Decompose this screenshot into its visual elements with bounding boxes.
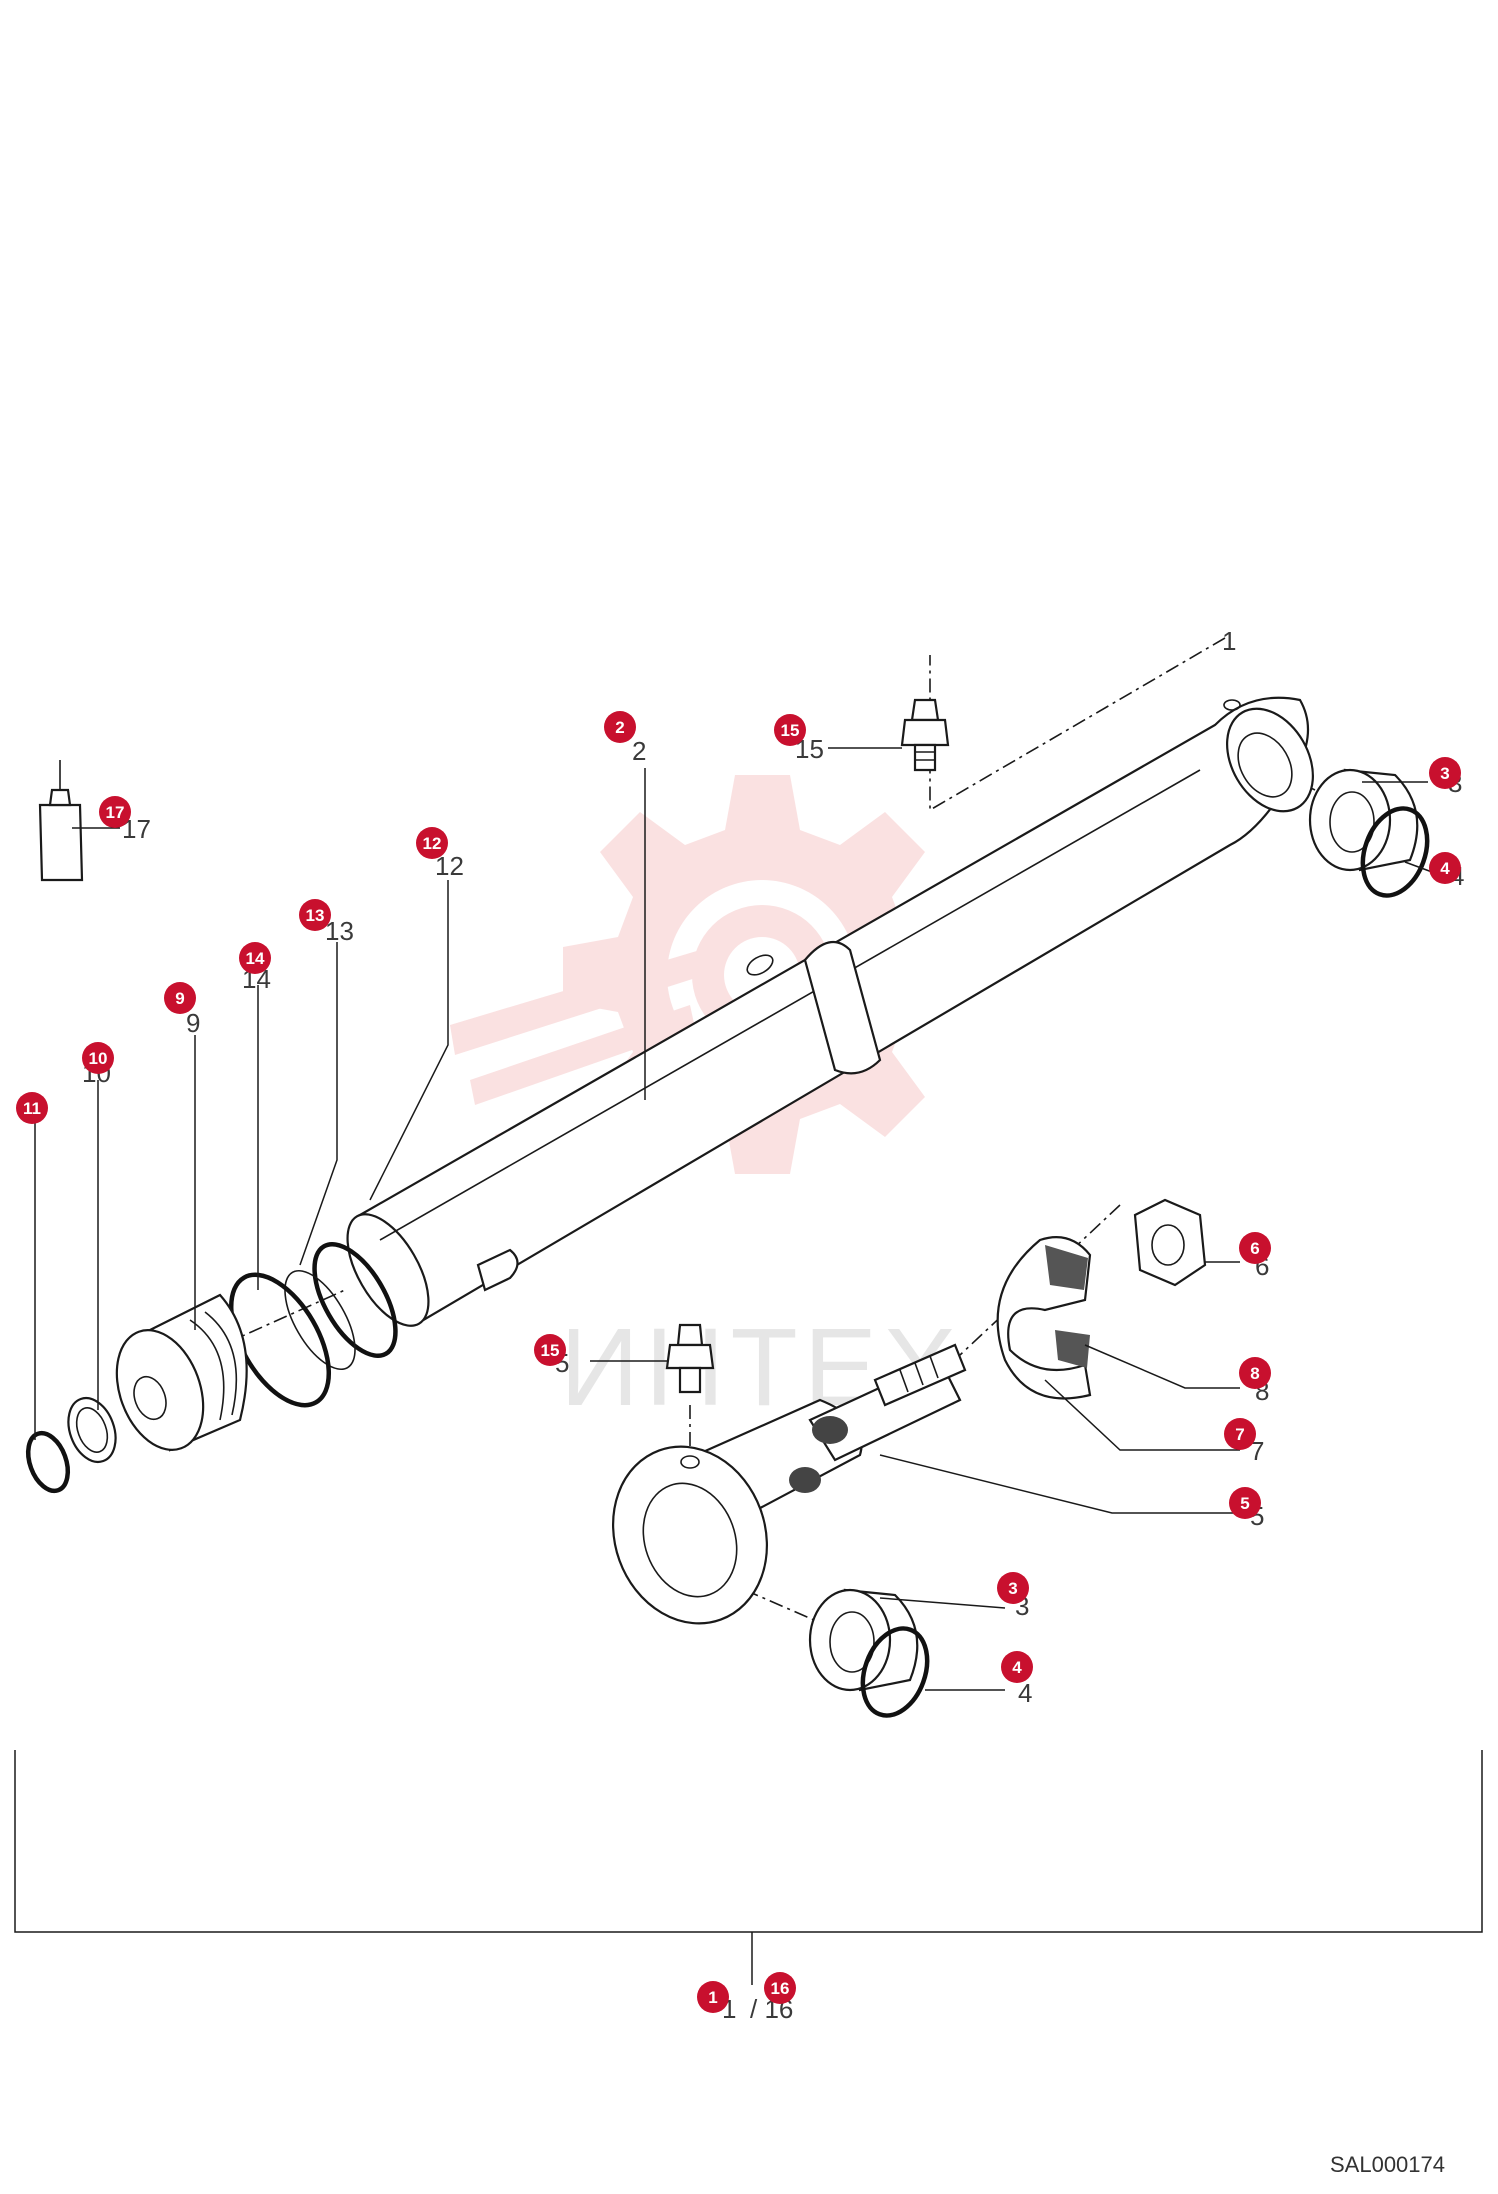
callout-8-badge-text: 8: [1250, 1364, 1259, 1383]
callout-15-top[interactable]: 15 15: [774, 714, 824, 764]
callout-11-badge: [16, 1092, 48, 1124]
callout-11-badge-text: 11: [23, 1099, 41, 1118]
callout-11[interactable]: 11: [16, 1092, 48, 1124]
callout-3-bottom-badge: [997, 1572, 1029, 1604]
callout-5-badge-text: 5: [1240, 1494, 1249, 1513]
callout-9-label: 9: [186, 1008, 200, 1038]
callout-2-badge: [604, 711, 636, 743]
callout-9[interactable]: 9 9: [164, 982, 200, 1038]
callout-1-badge: [697, 1981, 729, 2013]
callout-2-badge-text: 2: [615, 718, 624, 737]
leader-lines: [34, 747, 1433, 1691]
piston-head: [115, 1293, 248, 1452]
callout-4-bottom-badge: [1001, 1651, 1033, 1683]
callout-8[interactable]: 8 8: [1239, 1357, 1271, 1406]
callout-10-badge: [82, 1042, 114, 1074]
callout-4-top-badge-text: 4: [1440, 859, 1450, 878]
drawing-code: SAL000174: [1330, 2152, 1445, 2177]
callout-15-top-badge: [774, 714, 806, 746]
assembly-bracket: [14, 1750, 1483, 1933]
callout-5-badge: [1229, 1487, 1261, 1519]
callout-10[interactable]: 10 10: [82, 1042, 114, 1088]
callout-3-bottom-badge-text: 3: [1008, 1579, 1017, 1598]
small-rings: [25, 1396, 117, 1494]
top-label: 1: [1222, 626, 1236, 656]
callout-4-top[interactable]: 4 4: [1429, 852, 1464, 891]
callout-12[interactable]: 12 12: [416, 827, 464, 881]
callout-17-badge: [99, 796, 131, 828]
callout-15-top-badge-text: 15: [781, 721, 800, 740]
bushing-top: [1308, 768, 1430, 898]
callout-17[interactable]: 17 17: [99, 796, 151, 844]
callout-4-top-badge: [1429, 852, 1461, 884]
cylinder-barrel: [346, 696, 1310, 1327]
callout-16[interactable]: / 16 16: [750, 1972, 796, 2024]
callout-3-top[interactable]: 3 3: [1429, 757, 1462, 798]
callout-15-bottom-badge-text: 15: [541, 1341, 560, 1360]
callout-17-badge-text: 17: [106, 803, 125, 822]
callout-15-bottom-badge: [534, 1334, 566, 1366]
callout-15-bottom[interactable]: 5 15: [534, 1334, 569, 1378]
callout-8-badge: [1239, 1357, 1271, 1389]
split-washer: [996, 1236, 1092, 1400]
barrel-eye: [1223, 699, 1314, 813]
callout-2-label: 2: [632, 736, 646, 766]
callout-14-badge: [239, 942, 271, 974]
seal-rings: [228, 1242, 398, 1408]
hex-nut: [1133, 1198, 1207, 1287]
callout-16-badge: [764, 1972, 796, 2004]
callout-3-top-badge-text: 3: [1440, 764, 1449, 783]
rod-eye: [611, 1358, 962, 1625]
callout-10-badge-text: 10: [89, 1049, 108, 1068]
sealant-tube: [38, 760, 84, 882]
callout-6[interactable]: 6 6: [1239, 1232, 1271, 1281]
callout-3-top-badge: [1429, 757, 1461, 789]
callout-7-badge: [1224, 1418, 1256, 1450]
callout-16-badge-text: 16: [771, 1979, 790, 1998]
callout-4-bottom-label: 4: [1018, 1678, 1032, 1708]
callout-1-badge-text: 1: [708, 1988, 717, 2007]
grease-nipple-top: [900, 698, 950, 772]
callout-13-badge-text: 13: [306, 906, 325, 925]
callout-6-badge-text: 6: [1250, 1239, 1259, 1258]
callout-13[interactable]: 13 13: [299, 899, 354, 946]
callout-7-badge-text: 7: [1235, 1425, 1244, 1444]
callout-7[interactable]: 7 7: [1224, 1418, 1264, 1466]
callout-14-badge-text: 14: [246, 949, 265, 968]
callout-6-badge: [1239, 1232, 1271, 1264]
callout-4-bottom-badge-text: 4: [1012, 1658, 1022, 1677]
pin-thread: [873, 1343, 967, 1407]
callout-12-badge: [416, 827, 448, 859]
callout-2[interactable]: 2 2: [604, 711, 646, 766]
callout-1[interactable]: 1 1: [697, 1981, 736, 2024]
callout-7-label: 7: [1250, 1436, 1264, 1466]
dash-line-bushing-bottom: [744, 1589, 861, 1641]
callout-13-badge: [299, 899, 331, 931]
callout-9-badge: [164, 982, 196, 1014]
callout-12-badge-text: 12: [423, 834, 442, 853]
callout-3-bottom[interactable]: 3 3: [997, 1572, 1029, 1621]
callout-5[interactable]: 5 5: [1229, 1487, 1264, 1531]
callout-9-badge-text: 9: [175, 989, 184, 1008]
callout-14[interactable]: 14 14: [239, 942, 271, 994]
bushing-bottom: [808, 1588, 930, 1718]
callout-4-bottom[interactable]: 4 4: [1001, 1651, 1033, 1708]
